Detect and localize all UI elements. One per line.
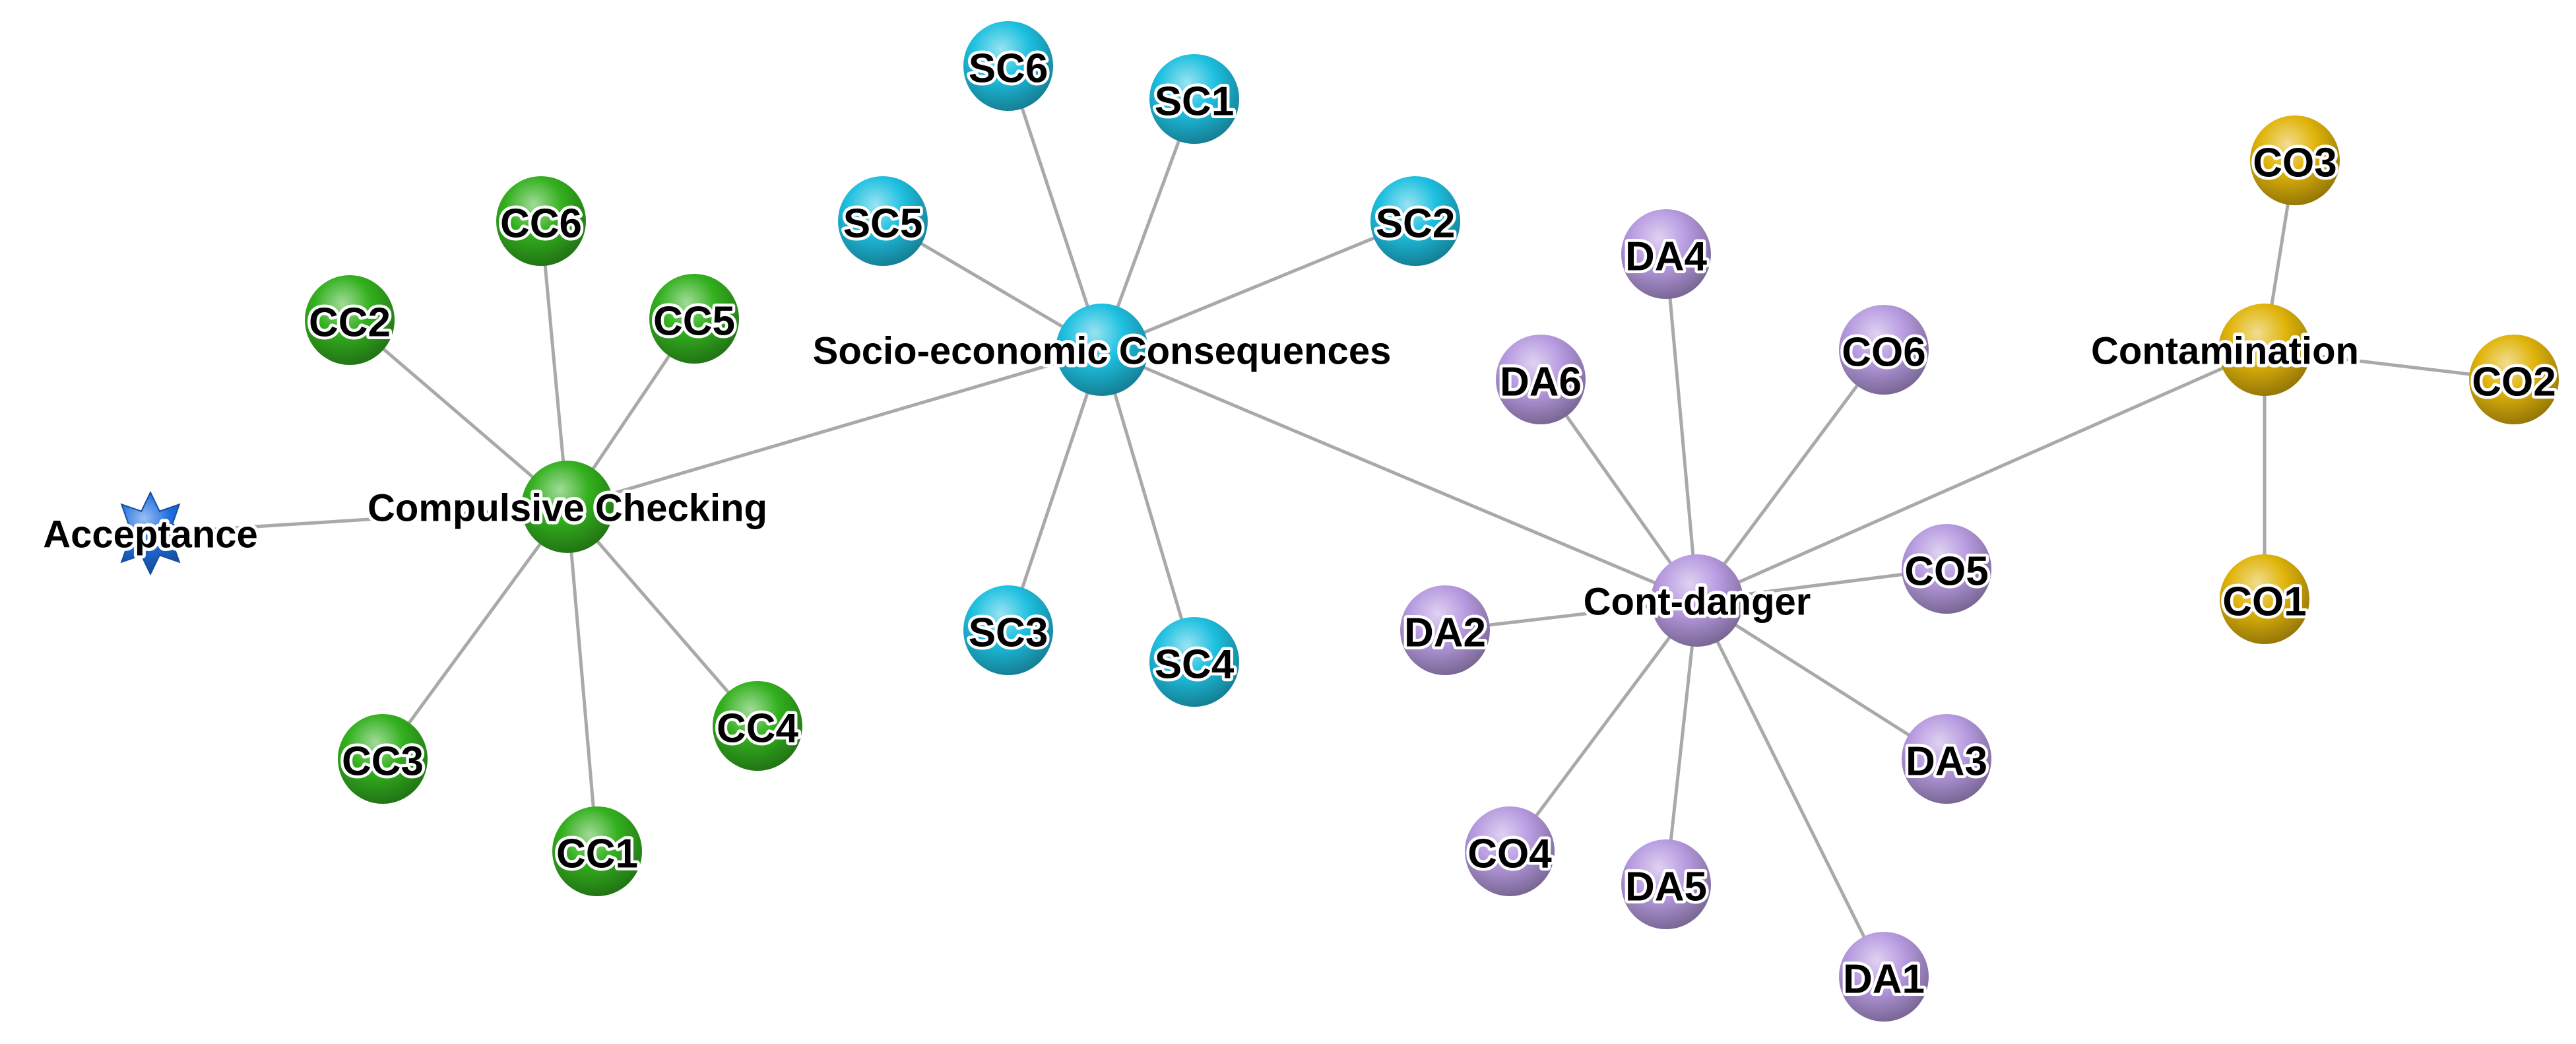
label-da4: DA4 xyxy=(1625,234,1708,280)
node-da3[interactable] xyxy=(1902,714,1991,804)
node-sc4[interactable] xyxy=(1149,617,1239,707)
edge-cont-danger-co6 xyxy=(1695,348,1886,602)
node-co2[interactable] xyxy=(2469,335,2559,424)
label-socio-economic-consequences: Socio-economic Consequences xyxy=(813,330,1392,373)
node-da6[interactable] xyxy=(1496,335,1586,424)
edge-socio-economic-consequences-sc3 xyxy=(1006,349,1104,631)
node-sc2[interactable] xyxy=(1370,176,1460,266)
node-cont-danger[interactable] xyxy=(1651,554,1743,647)
edge-cont-danger-da3 xyxy=(1696,599,1948,761)
edge-compulsive-checking-cc3 xyxy=(381,506,569,760)
node-sc3[interactable] xyxy=(963,585,1053,675)
edge-compulsive-checking-socio-economic-consequences xyxy=(567,348,1103,509)
star-icon[interactable] xyxy=(108,490,193,576)
label-da1: DA1 xyxy=(1843,957,1925,1002)
label-da6: DA6 xyxy=(1500,360,1582,405)
node-cc4[interactable] xyxy=(713,681,802,771)
label-da3: DA3 xyxy=(1906,739,1987,785)
label-cc4: CC4 xyxy=(717,706,799,752)
label-da2: DA2 xyxy=(1404,610,1486,656)
node-da1[interactable] xyxy=(1839,932,1929,1022)
edge-acceptance-compulsive-checking xyxy=(150,505,568,535)
label-cc6: CC6 xyxy=(500,201,582,247)
edge-compulsive-checking-cc1 xyxy=(565,506,599,852)
label-co3: CO3 xyxy=(2253,141,2336,186)
label-sc3: SC3 xyxy=(969,610,1048,656)
edge-cont-danger-da1 xyxy=(1695,599,1886,978)
edge-socio-economic-consequences-cont-danger xyxy=(1101,348,1698,603)
label-sc1: SC1 xyxy=(1155,79,1235,125)
label-co4: CO4 xyxy=(1467,832,1552,877)
node-co3[interactable] xyxy=(2250,115,2340,205)
label-co1: CO1 xyxy=(2222,579,2306,625)
node-layer xyxy=(108,21,2559,1022)
label-cont-danger: Cont-danger xyxy=(1584,581,1811,624)
edge-cont-danger-co4 xyxy=(1508,599,1699,853)
edge-compulsive-checking-cc6 xyxy=(539,220,569,507)
node-da5[interactable] xyxy=(1621,839,1711,929)
node-co6[interactable] xyxy=(1839,305,1929,395)
node-contamination[interactable] xyxy=(2218,304,2311,396)
label-cc2: CC2 xyxy=(309,300,391,346)
label-sc4: SC4 xyxy=(1155,642,1235,688)
node-co5[interactable] xyxy=(1902,524,1991,614)
label-cc5: CC5 xyxy=(653,299,735,344)
edge-cont-danger-contamination xyxy=(1696,348,2266,603)
label-co2: CO2 xyxy=(2472,360,2556,405)
node-cc2[interactable] xyxy=(305,275,395,365)
node-cc1[interactable] xyxy=(552,806,642,896)
node-cc5[interactable] xyxy=(649,274,739,364)
node-co1[interactable] xyxy=(2220,554,2309,644)
label-sc2: SC2 xyxy=(1376,201,1456,247)
node-da4[interactable] xyxy=(1621,209,1711,299)
label-compulsive-checking: Compulsive Checking xyxy=(368,487,767,530)
node-cc3[interactable] xyxy=(338,714,428,804)
label-sc5: SC5 xyxy=(843,201,923,247)
label-layer: Acceptance Compulsive Checking Socio-econo… xyxy=(40,43,2559,1005)
label-sc6: SC6 xyxy=(969,46,1048,92)
edge-compulsive-checking-cc4 xyxy=(566,506,759,727)
node-compulsive-checking[interactable] xyxy=(521,461,614,553)
label-cc1: CC1 xyxy=(556,832,638,877)
node-sc5[interactable] xyxy=(838,176,928,266)
node-cc6[interactable] xyxy=(496,176,586,266)
node-co4[interactable] xyxy=(1465,806,1555,896)
edge-layer xyxy=(150,65,2515,978)
node-sc1[interactable] xyxy=(1149,54,1239,144)
label-acceptance: Acceptance xyxy=(43,513,258,556)
label-cc3: CC3 xyxy=(342,739,424,785)
edge-cont-danger-da5 xyxy=(1664,600,1699,885)
edge-cont-danger-da4 xyxy=(1664,253,1699,601)
label-co5: CO5 xyxy=(1904,549,1988,595)
edge-socio-economic-consequences-sc4 xyxy=(1100,349,1196,663)
node-da2[interactable] xyxy=(1400,585,1490,675)
edge-compulsive-checking-cc2 xyxy=(348,319,569,508)
label-contamination: Contamination xyxy=(2091,330,2359,373)
node-sc6[interactable] xyxy=(963,21,1053,111)
node-socio-economic-consequences[interactable] xyxy=(1056,304,1148,396)
edge-socio-economic-consequences-sc2 xyxy=(1101,219,1416,352)
label-da5: DA5 xyxy=(1625,865,1707,910)
edge-socio-economic-consequences-sc6 xyxy=(1006,65,1104,350)
label-co6: CO6 xyxy=(1842,330,1925,375)
